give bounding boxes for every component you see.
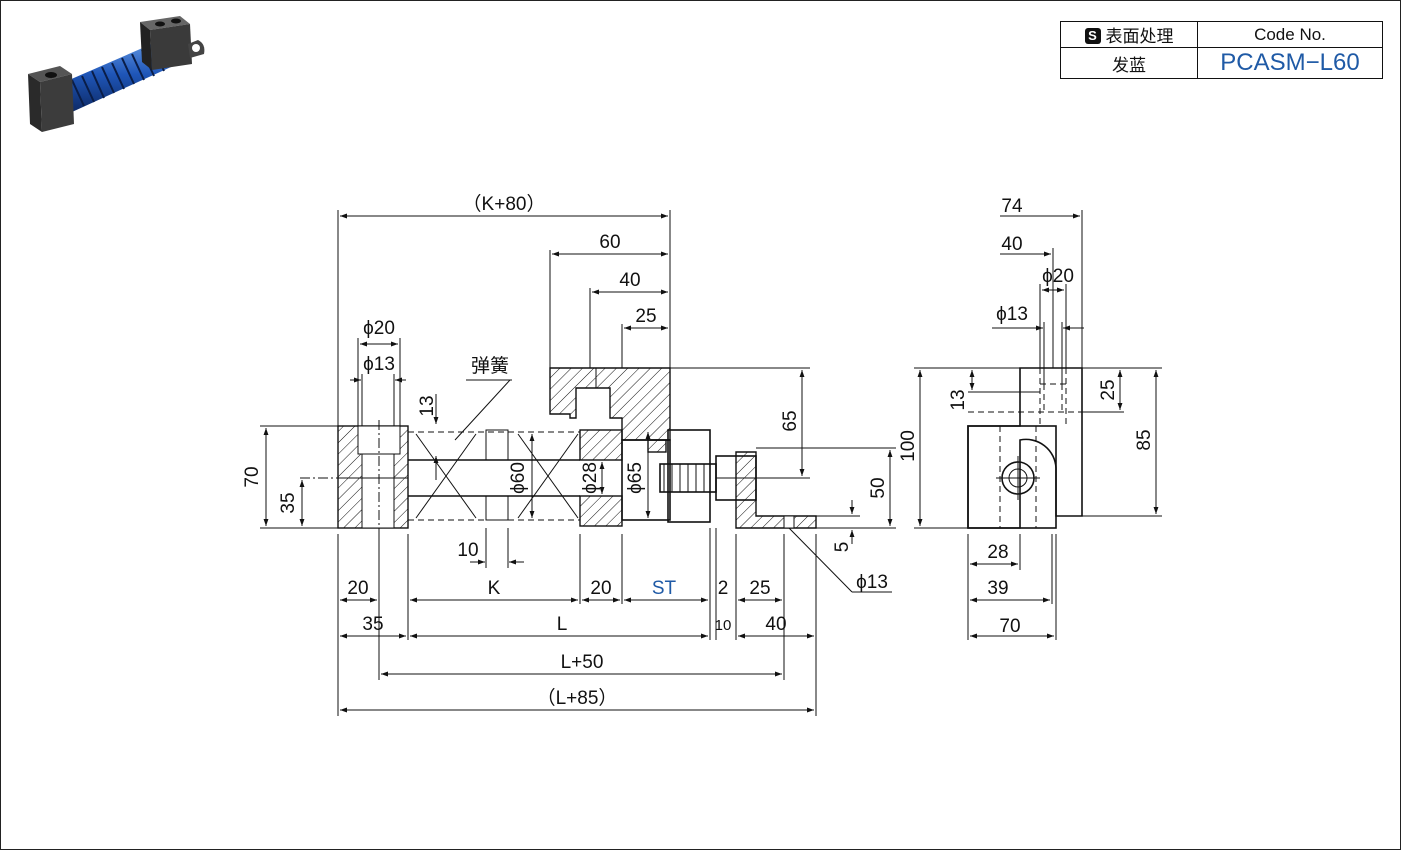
spring-cross [415,433,579,519]
dim-l-plus-85: （L+85） [537,687,618,709]
dim-phi13: ϕ13 [363,354,395,375]
product-thumbnail [28,16,205,132]
code-value: PCASM−L60 [1197,47,1383,79]
side-dim-28: 28 [987,542,1008,563]
dim-k-plus-80: （K+80） [463,193,546,215]
top-block [549,367,671,441]
side-view-labels: 74 40 ϕ20 ϕ13 100 13 25 85 28 39 70 [898,196,1155,637]
side-dim-40: 40 [1001,234,1022,255]
surface-treatment-badge: S [1084,28,1101,44]
dim-phi13-hole: ϕ13 [856,572,888,593]
dim-phi28: ϕ28 [580,462,601,494]
dim-20-a: 20 [347,578,368,599]
dim-phi65: ϕ65 [625,462,646,494]
dim-50: 50 [868,477,889,498]
dim-5: 5 [832,542,853,553]
block-right [140,16,205,70]
dim-10: 10 [457,540,478,561]
dim-k: K [488,578,501,599]
dim-40: 40 [619,270,640,291]
side-view-dimensions [914,210,1162,640]
code-header: Code No. [1197,21,1383,48]
front-view-dimensions [260,210,896,716]
side-dim-phi20: ϕ20 [1042,266,1074,287]
front-view [300,367,817,534]
dim-25: 25 [635,306,656,327]
side-dim-25: 25 [1098,379,1119,400]
dim-l: L [557,614,568,635]
side-dim-85: 85 [1134,429,1155,450]
dim-65: 65 [780,410,801,431]
side-dim-100: 100 [898,430,919,462]
side-view [967,367,1083,529]
side-dim-phi13: ϕ13 [996,304,1028,325]
surface-treatment-value: 发蓝 [1060,47,1198,79]
side-dim-74: 74 [1001,196,1023,217]
dim-25-b: 25 [749,578,770,599]
side-dim-13: 13 [948,389,969,410]
dim-10-b: 10 [715,617,732,634]
dim-13: 13 [417,395,438,416]
block-left [28,66,74,132]
side-dim-39: 39 [987,578,1008,599]
front-view-labels: （K+80） 60 40 25 ϕ20 ϕ13 弹簧 13 70 35 ϕ60 … [242,193,889,709]
dim-70: 70 [242,466,263,487]
dim-60: 60 [599,232,620,253]
spring-callout: 弹簧 [471,355,509,377]
surface-treatment-label: 表面处理 [1105,27,1174,46]
dim-35-vertical: 35 [278,492,299,513]
bracket [735,451,817,529]
dim-l-plus-50: L+50 [561,652,604,673]
dim-40-b: 40 [765,614,786,635]
dim-35: 35 [362,614,383,635]
dim-st: ST [652,578,677,599]
dim-phi60: ϕ60 [508,462,529,494]
dim-20-b: 20 [590,578,611,599]
side-dim-70: 70 [999,616,1020,637]
dim-phi20: ϕ20 [363,318,395,339]
dim-2: 2 [718,578,729,599]
